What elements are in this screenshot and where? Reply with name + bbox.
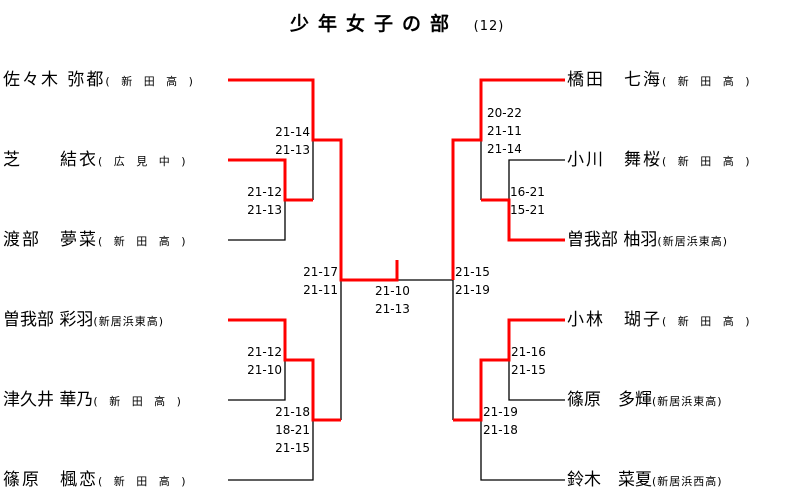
page-title: 少年女子の部 (12) — [290, 13, 505, 35]
player-left-1: 佐々木 弥都( 新 田 高 ) — [3, 70, 197, 90]
bracket-line — [228, 200, 286, 241]
player-left-2: 芝 結衣( 広 見 中 ) — [3, 150, 190, 170]
winner-line — [228, 78, 399, 282]
bracket-line — [228, 420, 314, 481]
player-right-5: 篠原 多輝(新居浜東高) — [567, 390, 723, 410]
player-right-3: 曽我部 柚羽(新居浜東高) — [567, 230, 728, 250]
winner-line — [228, 318, 341, 422]
player-right-6: 鈴木 菜夏(新居浜西高) — [567, 470, 723, 490]
player-left-6: 篠原 楓恋( 新 田 高 ) — [3, 470, 190, 490]
player-left-4: 曽我部 彩羽(新居浜東高) — [3, 310, 164, 330]
bracket-line — [508, 159, 565, 200]
bracket-line — [508, 360, 565, 401]
player-left-3: 渡部 夢菜( 新 田 高 ) — [3, 230, 190, 250]
player-right-4: 小林 瑚子( 新 田 高 ) — [567, 310, 754, 330]
winner-line — [481, 198, 565, 242]
player-right-2: 小川 舞桜( 新 田 高 ) — [567, 150, 754, 170]
bracket-line — [480, 420, 565, 481]
player-right-1: 橋田 七海( 新 田 高 ) — [567, 70, 754, 90]
winner-line — [451, 78, 565, 280]
winner-line — [228, 158, 313, 202]
winner-line — [453, 318, 565, 422]
bracket-line — [228, 360, 286, 401]
player-left-5: 津久井 華乃( 新 田 高 ) — [3, 390, 185, 410]
